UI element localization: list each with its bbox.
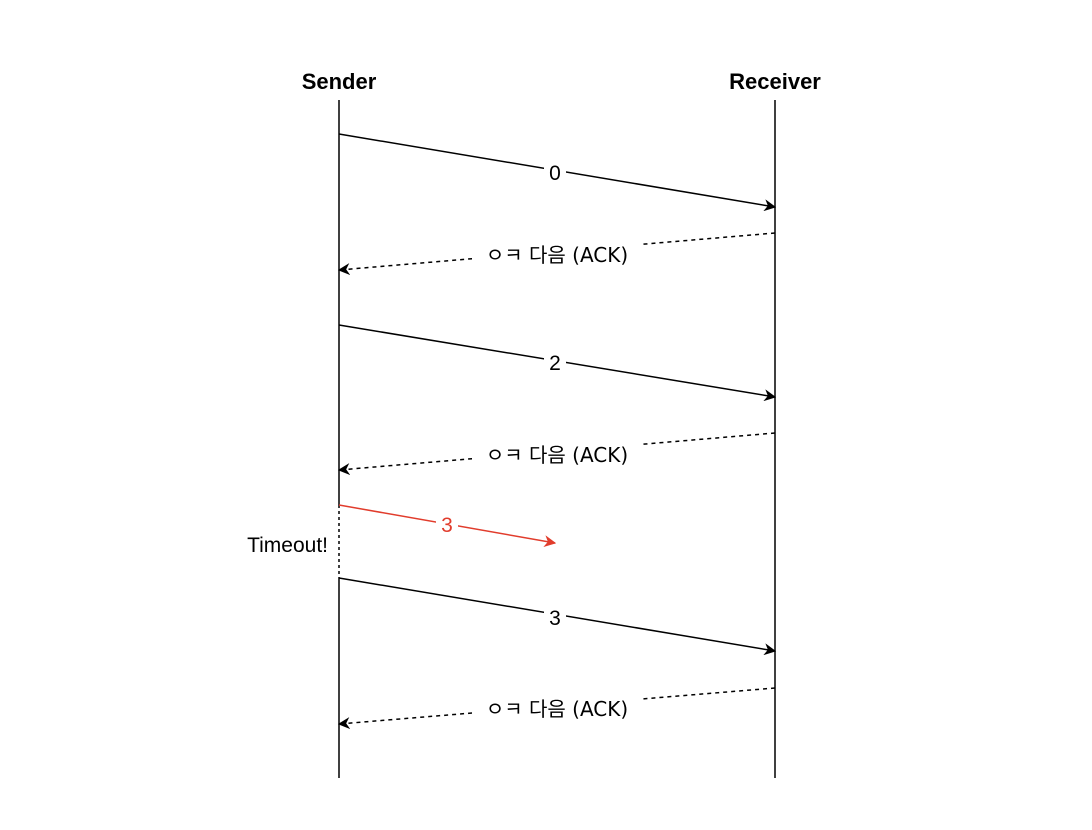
message-label: 0 <box>549 162 561 185</box>
receiver-label: Receiver <box>729 69 821 94</box>
ack-label: ㅇㅋ 다음 (ACK) <box>486 443 628 467</box>
label-background <box>472 694 642 722</box>
label-background <box>544 605 566 629</box>
ack-arrow: ㅇㅋ 다음 (ACK) <box>337 687 776 730</box>
message-label: 2 <box>549 352 561 375</box>
ack-label: ㅇㅋ 다음 (ACK) <box>486 697 628 721</box>
ack-arrow: ㅇㅋ 다음 (ACK) <box>337 232 776 276</box>
lost-message-label: 3 <box>441 514 453 537</box>
label-background <box>544 160 566 184</box>
ack-arrow: ㅇㅋ 다음 (ACK) <box>337 432 776 476</box>
sender-label: Sender <box>302 69 377 94</box>
timeout-note: Timeout! <box>247 534 328 557</box>
lost-message-arrow: 3 <box>338 504 557 548</box>
ack-label: ㅇㅋ 다음 (ACK) <box>486 243 628 267</box>
message-label: 3 <box>549 607 561 630</box>
message-arrow: 3 <box>338 577 777 656</box>
label-background <box>544 350 566 374</box>
label-background <box>472 240 642 268</box>
message-arrow: 0 <box>338 133 777 212</box>
label-background <box>472 440 642 468</box>
message-arrow: 2 <box>338 324 777 402</box>
label-background <box>436 512 458 536</box>
